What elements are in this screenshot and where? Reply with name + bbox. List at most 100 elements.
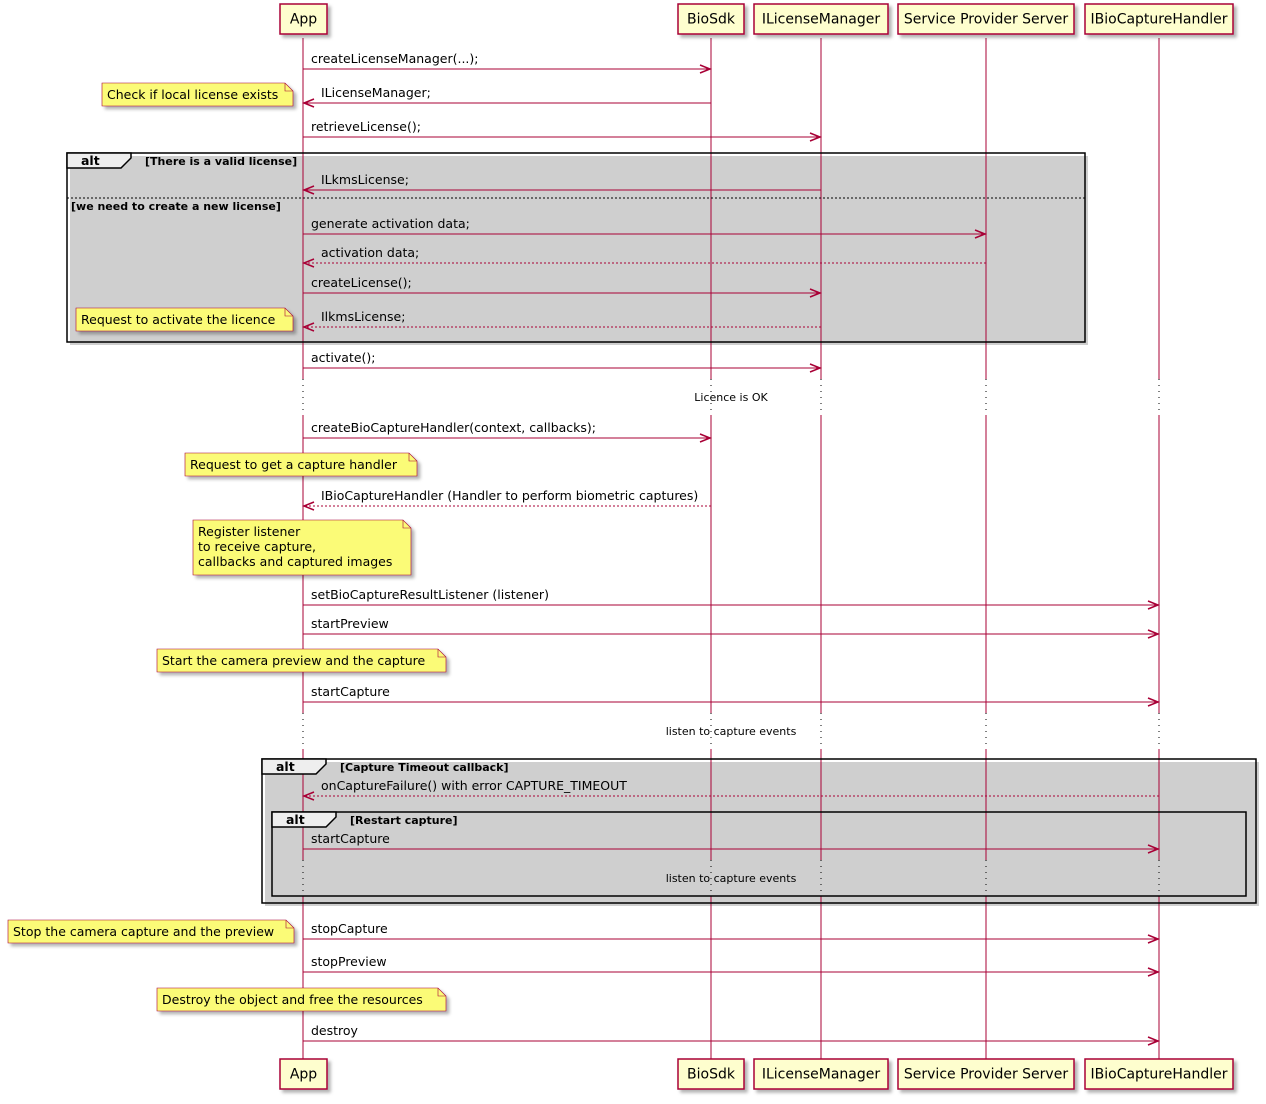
fragment-keyword: alt xyxy=(81,153,100,168)
message-arrow: IBioCaptureHandler (Handler to perform b… xyxy=(301,488,711,511)
delay-label: Licence is OK xyxy=(694,391,768,404)
note-box xyxy=(184,452,418,477)
delay-label: listen to capture events xyxy=(666,872,797,885)
note-text: Request to activate the licence xyxy=(81,312,276,327)
participant-box xyxy=(279,1058,328,1090)
message-arrow: IlkmsLicense; xyxy=(301,309,821,332)
message-label: startCapture xyxy=(311,831,390,846)
note-fold xyxy=(284,308,293,317)
participant-label: App xyxy=(290,12,317,28)
fragment-condition: [Restart capture] xyxy=(350,814,458,827)
participant-box xyxy=(1084,1058,1234,1090)
note: Start the camera preview and the capture xyxy=(156,648,447,673)
participant-ibch-top: IBioCaptureHandler xyxy=(1084,3,1234,35)
message-arrow: retrieveLicense(); xyxy=(303,119,823,142)
participant-ilm-bottom: ILicenseManager xyxy=(753,1058,889,1090)
message-arrow: createLicense(); xyxy=(303,275,823,298)
note-text: Register listener xyxy=(198,524,301,539)
message-label: stopCapture xyxy=(311,921,388,936)
note-box xyxy=(156,648,447,673)
message-arrowhead xyxy=(699,433,713,443)
participant-label: Service Provider Server xyxy=(904,1067,1068,1083)
participant-box xyxy=(753,3,889,35)
note-text: to receive capture, xyxy=(198,539,316,554)
participant-label: IBioCaptureHandler xyxy=(1091,1067,1228,1083)
message-label: activation data; xyxy=(321,245,419,260)
note-box xyxy=(156,987,447,1012)
message-label: ILicenseManager; xyxy=(321,85,431,100)
message-arrow: createLicenseManager(...); xyxy=(303,51,713,74)
note: Request to activate the licence xyxy=(75,307,294,332)
note-box xyxy=(75,307,294,332)
message-arrow: createBioCaptureHandler(context, callbac… xyxy=(303,420,713,443)
message-arrow: ILkmsLicense; xyxy=(301,172,821,195)
participant-app-bottom: App xyxy=(279,1058,328,1090)
message-label: createLicense(); xyxy=(311,275,412,290)
fragment-frame xyxy=(271,811,1247,897)
alt-fragment: alt[There is a valid license][we need to… xyxy=(66,152,1086,343)
note-text: Request to get a capture handler xyxy=(190,457,398,472)
participant-box xyxy=(753,1058,889,1090)
message-arrow: startCapture xyxy=(303,684,1161,707)
message-label: stopPreview xyxy=(311,954,387,969)
message-label: onCaptureFailure() with error CAPTURE_TI… xyxy=(321,778,627,793)
participant-label: ILicenseManager xyxy=(762,1067,881,1083)
fragment-condition: [Capture Timeout callback] xyxy=(340,761,509,774)
message-label: startCapture xyxy=(311,684,390,699)
note-text: Destroy the object and free the resource… xyxy=(162,992,423,1007)
note-box xyxy=(101,82,294,107)
participant-ibch-bottom: IBioCaptureHandler xyxy=(1084,1058,1234,1090)
message-arrowhead xyxy=(699,64,713,74)
participant-ilm-top: ILicenseManager xyxy=(753,3,889,35)
note-box xyxy=(192,519,412,576)
participant-box xyxy=(897,1058,1075,1090)
message-arrow: ILicenseManager; xyxy=(301,85,711,108)
message-arrowhead xyxy=(1147,629,1161,639)
message-arrow: startPreview xyxy=(303,616,1161,639)
participant-app-top: App xyxy=(279,3,328,35)
note-fold xyxy=(284,83,293,92)
participant-box xyxy=(1084,3,1234,35)
message-arrowhead xyxy=(1147,844,1161,854)
delay-label: listen to capture events xyxy=(666,725,797,738)
note-fold xyxy=(285,920,294,929)
message-label: activate(); xyxy=(311,350,376,365)
message-arrowhead xyxy=(301,501,315,511)
message-label: generate activation data; xyxy=(311,216,470,231)
message-label: createLicenseManager(...); xyxy=(311,51,478,66)
message-label: ILkmsLicense; xyxy=(321,172,409,187)
fragment-keyword: alt xyxy=(286,812,305,827)
message-arrowhead xyxy=(1147,697,1161,707)
message-arrowhead xyxy=(1147,967,1161,977)
message-arrow: generate activation data; xyxy=(303,216,988,239)
message-arrowhead xyxy=(1147,934,1161,944)
fragment-condition: [we need to create a new license] xyxy=(71,200,281,213)
participant-box xyxy=(677,3,745,35)
participant-label: Service Provider Server xyxy=(904,12,1068,28)
participant-label: IBioCaptureHandler xyxy=(1091,12,1228,28)
message-label: IlkmsLicense; xyxy=(321,309,405,324)
message-arrow: stopCapture xyxy=(303,921,1161,944)
note-text: Start the camera preview and the capture xyxy=(162,653,426,668)
message-arrowhead xyxy=(301,258,315,268)
message-label: retrieveLicense(); xyxy=(311,119,421,134)
message-arrowhead xyxy=(1147,600,1161,610)
fragment-tab xyxy=(66,152,132,169)
note-fold xyxy=(408,453,417,462)
participant-sps-bottom: Service Provider Server xyxy=(897,1058,1075,1090)
participant-box xyxy=(677,1058,745,1090)
participant-box xyxy=(279,3,328,35)
message-label: createBioCaptureHandler(context, callbac… xyxy=(311,420,596,435)
participant-box xyxy=(897,3,1075,35)
fragment-tab xyxy=(271,811,337,828)
fragment-keyword: alt xyxy=(276,759,295,774)
alt-fragment: alt [Restart capture] xyxy=(271,811,1247,897)
participant-label: ILicenseManager xyxy=(762,12,881,28)
message-arrow: setBioCaptureResultListener (listener) xyxy=(303,587,1161,610)
message-arrowhead xyxy=(301,185,315,195)
message-label: setBioCaptureResultListener (listener) xyxy=(311,587,549,602)
message-arrow: stopPreview xyxy=(303,954,1161,977)
note-text: Check if local license exists xyxy=(107,87,278,102)
message-arrowhead xyxy=(809,363,823,373)
